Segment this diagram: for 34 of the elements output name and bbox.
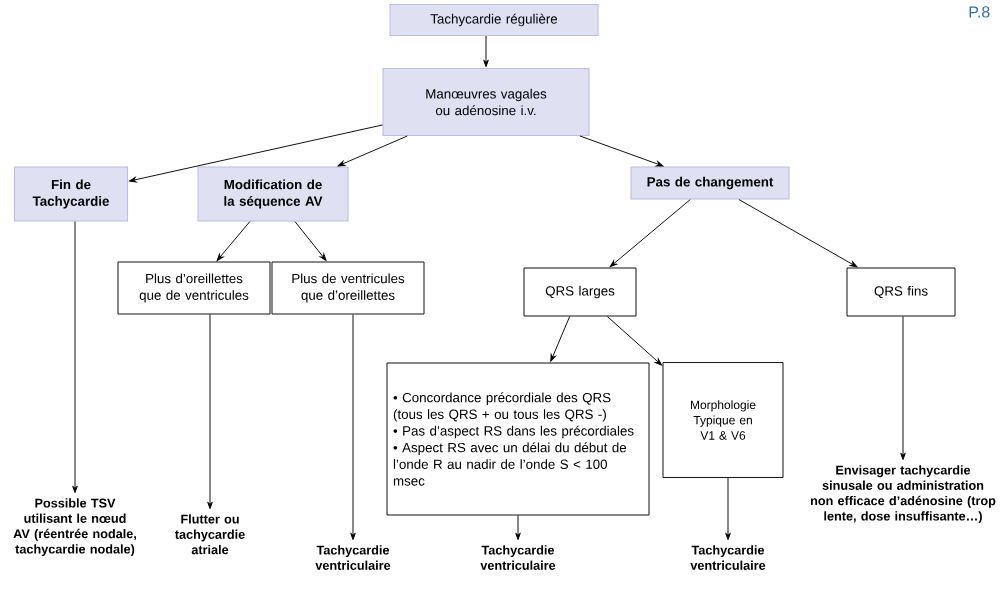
step-box: Tachycardie régulière bbox=[389, 4, 599, 36]
result-text: Envisager tachycardie sinusale ou administration non efficace d’adénosine (trop lente, dose insuffisante…) bbox=[810, 465, 996, 524]
arrow bbox=[738, 199, 858, 268]
arrow bbox=[900, 316, 906, 461]
arrow bbox=[550, 316, 571, 362]
step-box: Modification de la séquence AV bbox=[197, 166, 349, 222]
arrow bbox=[483, 35, 489, 68]
arrow bbox=[294, 221, 327, 261]
arrow bbox=[579, 135, 664, 167]
result-text: Tachycardie ventriculaire bbox=[315, 545, 391, 570]
decision-box: Plus de ventricules que d’oreillettes bbox=[271, 261, 425, 315]
decision-box: QRS larges bbox=[523, 267, 637, 317]
decision-box: Morphologie Typique en V1 & V6 bbox=[662, 362, 784, 478]
arrow bbox=[337, 135, 408, 167]
arrow bbox=[128, 124, 383, 183]
arrow bbox=[216, 221, 251, 261]
arrow bbox=[725, 477, 731, 541]
result-text: Flutter ou tachycardie atriale bbox=[174, 514, 245, 555]
arrow bbox=[207, 314, 213, 510]
step-box: Manœuvres vagales ou adénosine i.v. bbox=[382, 68, 590, 136]
result-text: Tachycardie ventriculaire bbox=[690, 545, 766, 570]
result-text: Tachycardie ventriculaire bbox=[480, 545, 556, 570]
arrow bbox=[515, 515, 521, 541]
criteria-box: • Concordance précordiale des QRS (tous les QRS + ou tous les QRS -) • Pas d’aspect RS dans les précordiales • Aspect RS avec un délai du début de l’onde R au nadir de l’onde S < 100 msec bbox=[386, 362, 650, 516]
arrow bbox=[350, 314, 356, 541]
step-box: Fin de Tachycardie bbox=[13, 166, 129, 222]
page-number: P.8 bbox=[969, 6, 990, 18]
result-text: Possible TSV utilisant le nœud AV (réentrée nodale, tachycardie nodale) bbox=[13, 498, 136, 557]
arrow bbox=[72, 221, 78, 494]
decision-box: Plus d’oreillettes que de ventricules bbox=[117, 261, 271, 315]
step-box: Pas de changement bbox=[630, 166, 790, 200]
decision-box: QRS fins bbox=[846, 267, 956, 317]
arrow bbox=[609, 199, 691, 268]
arrow bbox=[606, 316, 662, 366]
